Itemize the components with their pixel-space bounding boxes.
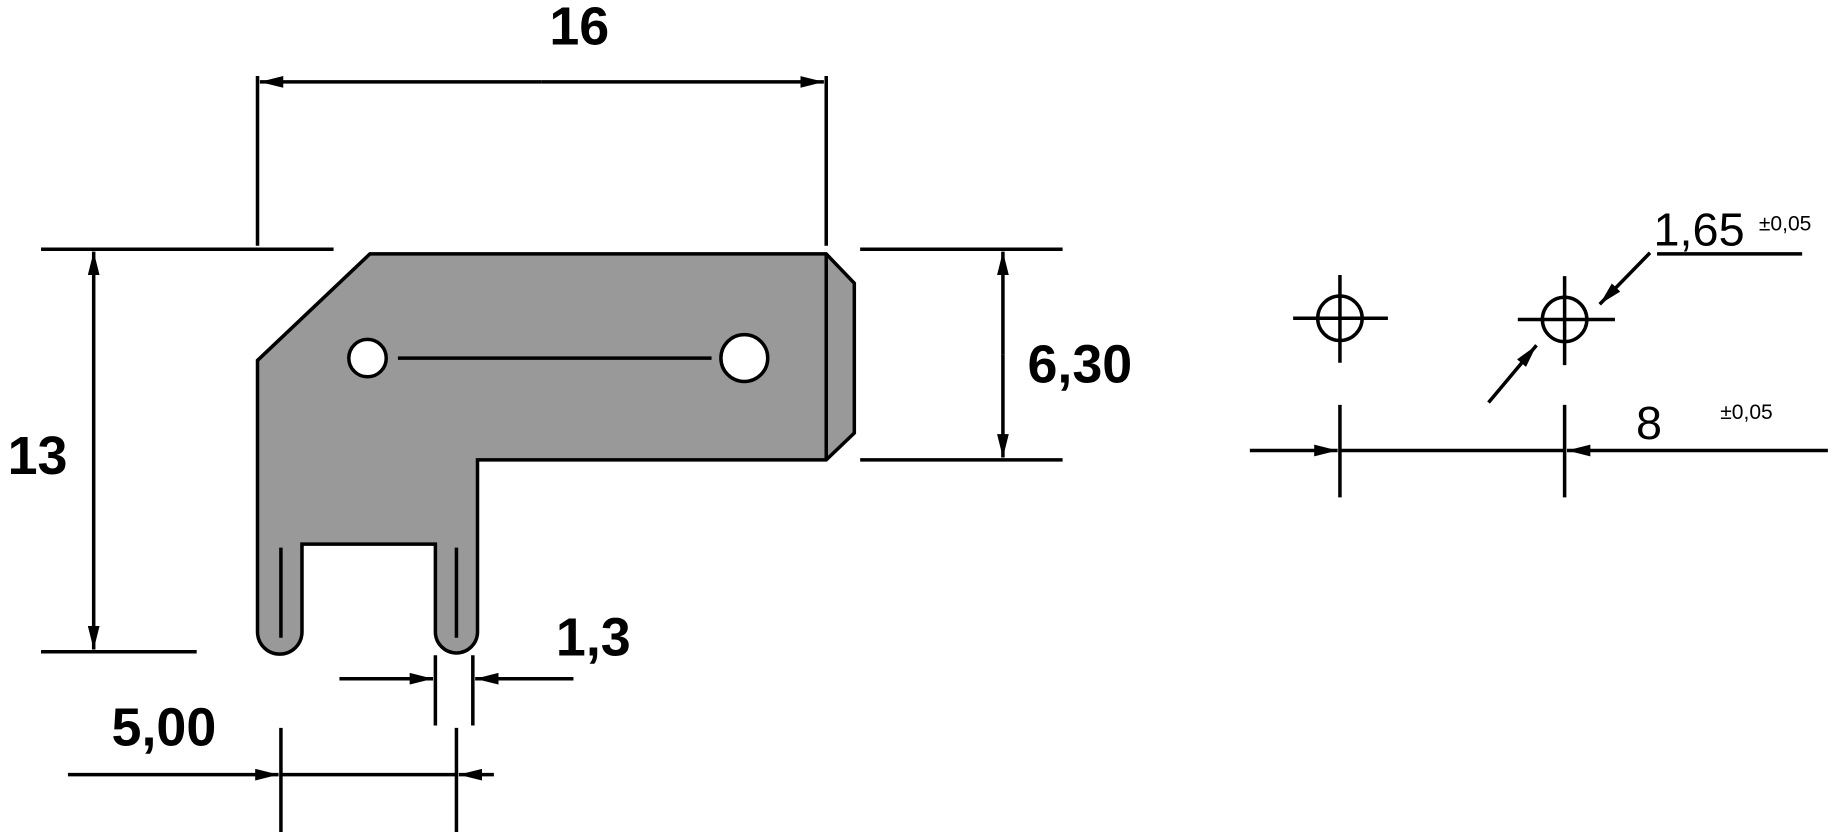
dimension-label-hole-diameter: 1,65 <box>1654 204 1745 256</box>
dimension-tab-height: 6,30 <box>860 247 1132 462</box>
dimension-tolerance-hole-diameter: ±0,05 <box>1759 213 1812 236</box>
dimension-label-pin-spacing: 5,00 <box>112 697 217 757</box>
hole-pattern: 8 ±0,05 1,65 ±0,05 <box>1249 204 1828 498</box>
part-outline <box>255 252 857 656</box>
hole-small <box>347 337 388 379</box>
dimension-tolerance-hole-spacing: ±0,05 <box>1720 401 1773 424</box>
dimension-label-length: 16 <box>549 0 609 56</box>
dimension-label-height: 13 <box>8 426 68 486</box>
dimension-length: 16 <box>255 0 828 246</box>
hole-large <box>719 332 770 384</box>
dimension-label-tab-height: 6,30 <box>1027 335 1132 395</box>
dimension-label-pin-width: 1,3 <box>556 607 631 667</box>
terminal-part <box>255 252 857 656</box>
dimension-pin-spacing: 5,00 <box>67 697 494 832</box>
dimension-height: 13 <box>8 247 334 654</box>
dimension-label-hole-spacing: 8 <box>1636 397 1662 449</box>
dimension-pin-width: 1,3 <box>339 607 631 726</box>
